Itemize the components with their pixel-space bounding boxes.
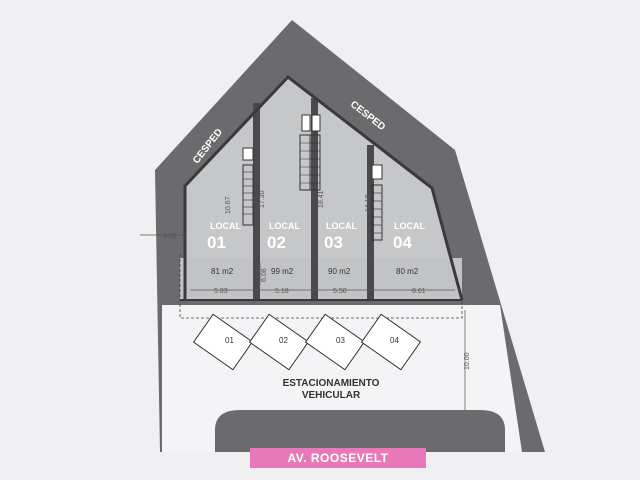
parking-depth-dimension: 10.00	[464, 352, 471, 370]
local-front: 5.83	[214, 288, 228, 295]
parking-spots	[192, 313, 422, 371]
parking-spot	[248, 313, 310, 371]
front-corridor	[180, 258, 462, 300]
local-depth: 18.41	[318, 190, 325, 208]
local-number: 03	[324, 233, 343, 252]
local-label: LOCAL	[210, 221, 241, 231]
road-curb	[215, 410, 505, 452]
parking-spot-label: 03	[336, 336, 345, 345]
parking-spot-label: 04	[390, 336, 399, 345]
parking-spot	[192, 313, 254, 371]
local-area: 90 m2	[328, 267, 351, 276]
street-label: AV. ROOSEVELT	[250, 448, 426, 468]
local-02: LOCAL 02 99 m2 17.30 5.18	[259, 190, 300, 295]
local-01: LOCAL 01 81 m2 10.67 5.83	[207, 196, 241, 295]
building-outline	[183, 74, 464, 301]
property-line	[179, 254, 463, 319]
local-area: 99 m2	[271, 267, 294, 276]
corridor-dimension: 6.08	[261, 268, 268, 282]
local-number: 02	[267, 233, 286, 252]
stair-treads	[243, 142, 382, 234]
parking-spot	[360, 313, 422, 371]
local-depth: 17.30	[259, 190, 266, 208]
local-03: LOCAL 03 90 m2 18.41 5.50	[318, 190, 357, 295]
stairs	[242, 134, 383, 241]
local-depth: 10.67	[225, 196, 232, 214]
local-04: LOCAL 04 80 m2 14.18 8.61	[365, 194, 426, 295]
side-dimension: 3.00	[163, 233, 177, 240]
parking-spot	[304, 313, 366, 371]
local-label: LOCAL	[269, 221, 300, 231]
local-front: 5.50	[333, 288, 347, 295]
local-front: 8.61	[412, 288, 426, 295]
local-number: 04	[393, 233, 412, 252]
local-number: 01	[207, 233, 226, 252]
restroom-fixtures	[242, 114, 383, 180]
parking-label-line1: ESTACIONAMIENTO	[283, 378, 380, 389]
parking-spot-label: 01	[225, 336, 234, 345]
local-area: 80 m2	[396, 267, 419, 276]
local-label: LOCAL	[394, 221, 425, 231]
local-area: 81 m2	[211, 267, 234, 276]
local-front: 5.18	[275, 288, 289, 295]
local-depth: 14.18	[365, 194, 372, 212]
partition-walls	[253, 98, 374, 300]
local-label: LOCAL	[326, 221, 357, 231]
parking-spot-label: 02	[279, 336, 288, 345]
parking-label-line2: VEHICULAR	[302, 390, 361, 401]
